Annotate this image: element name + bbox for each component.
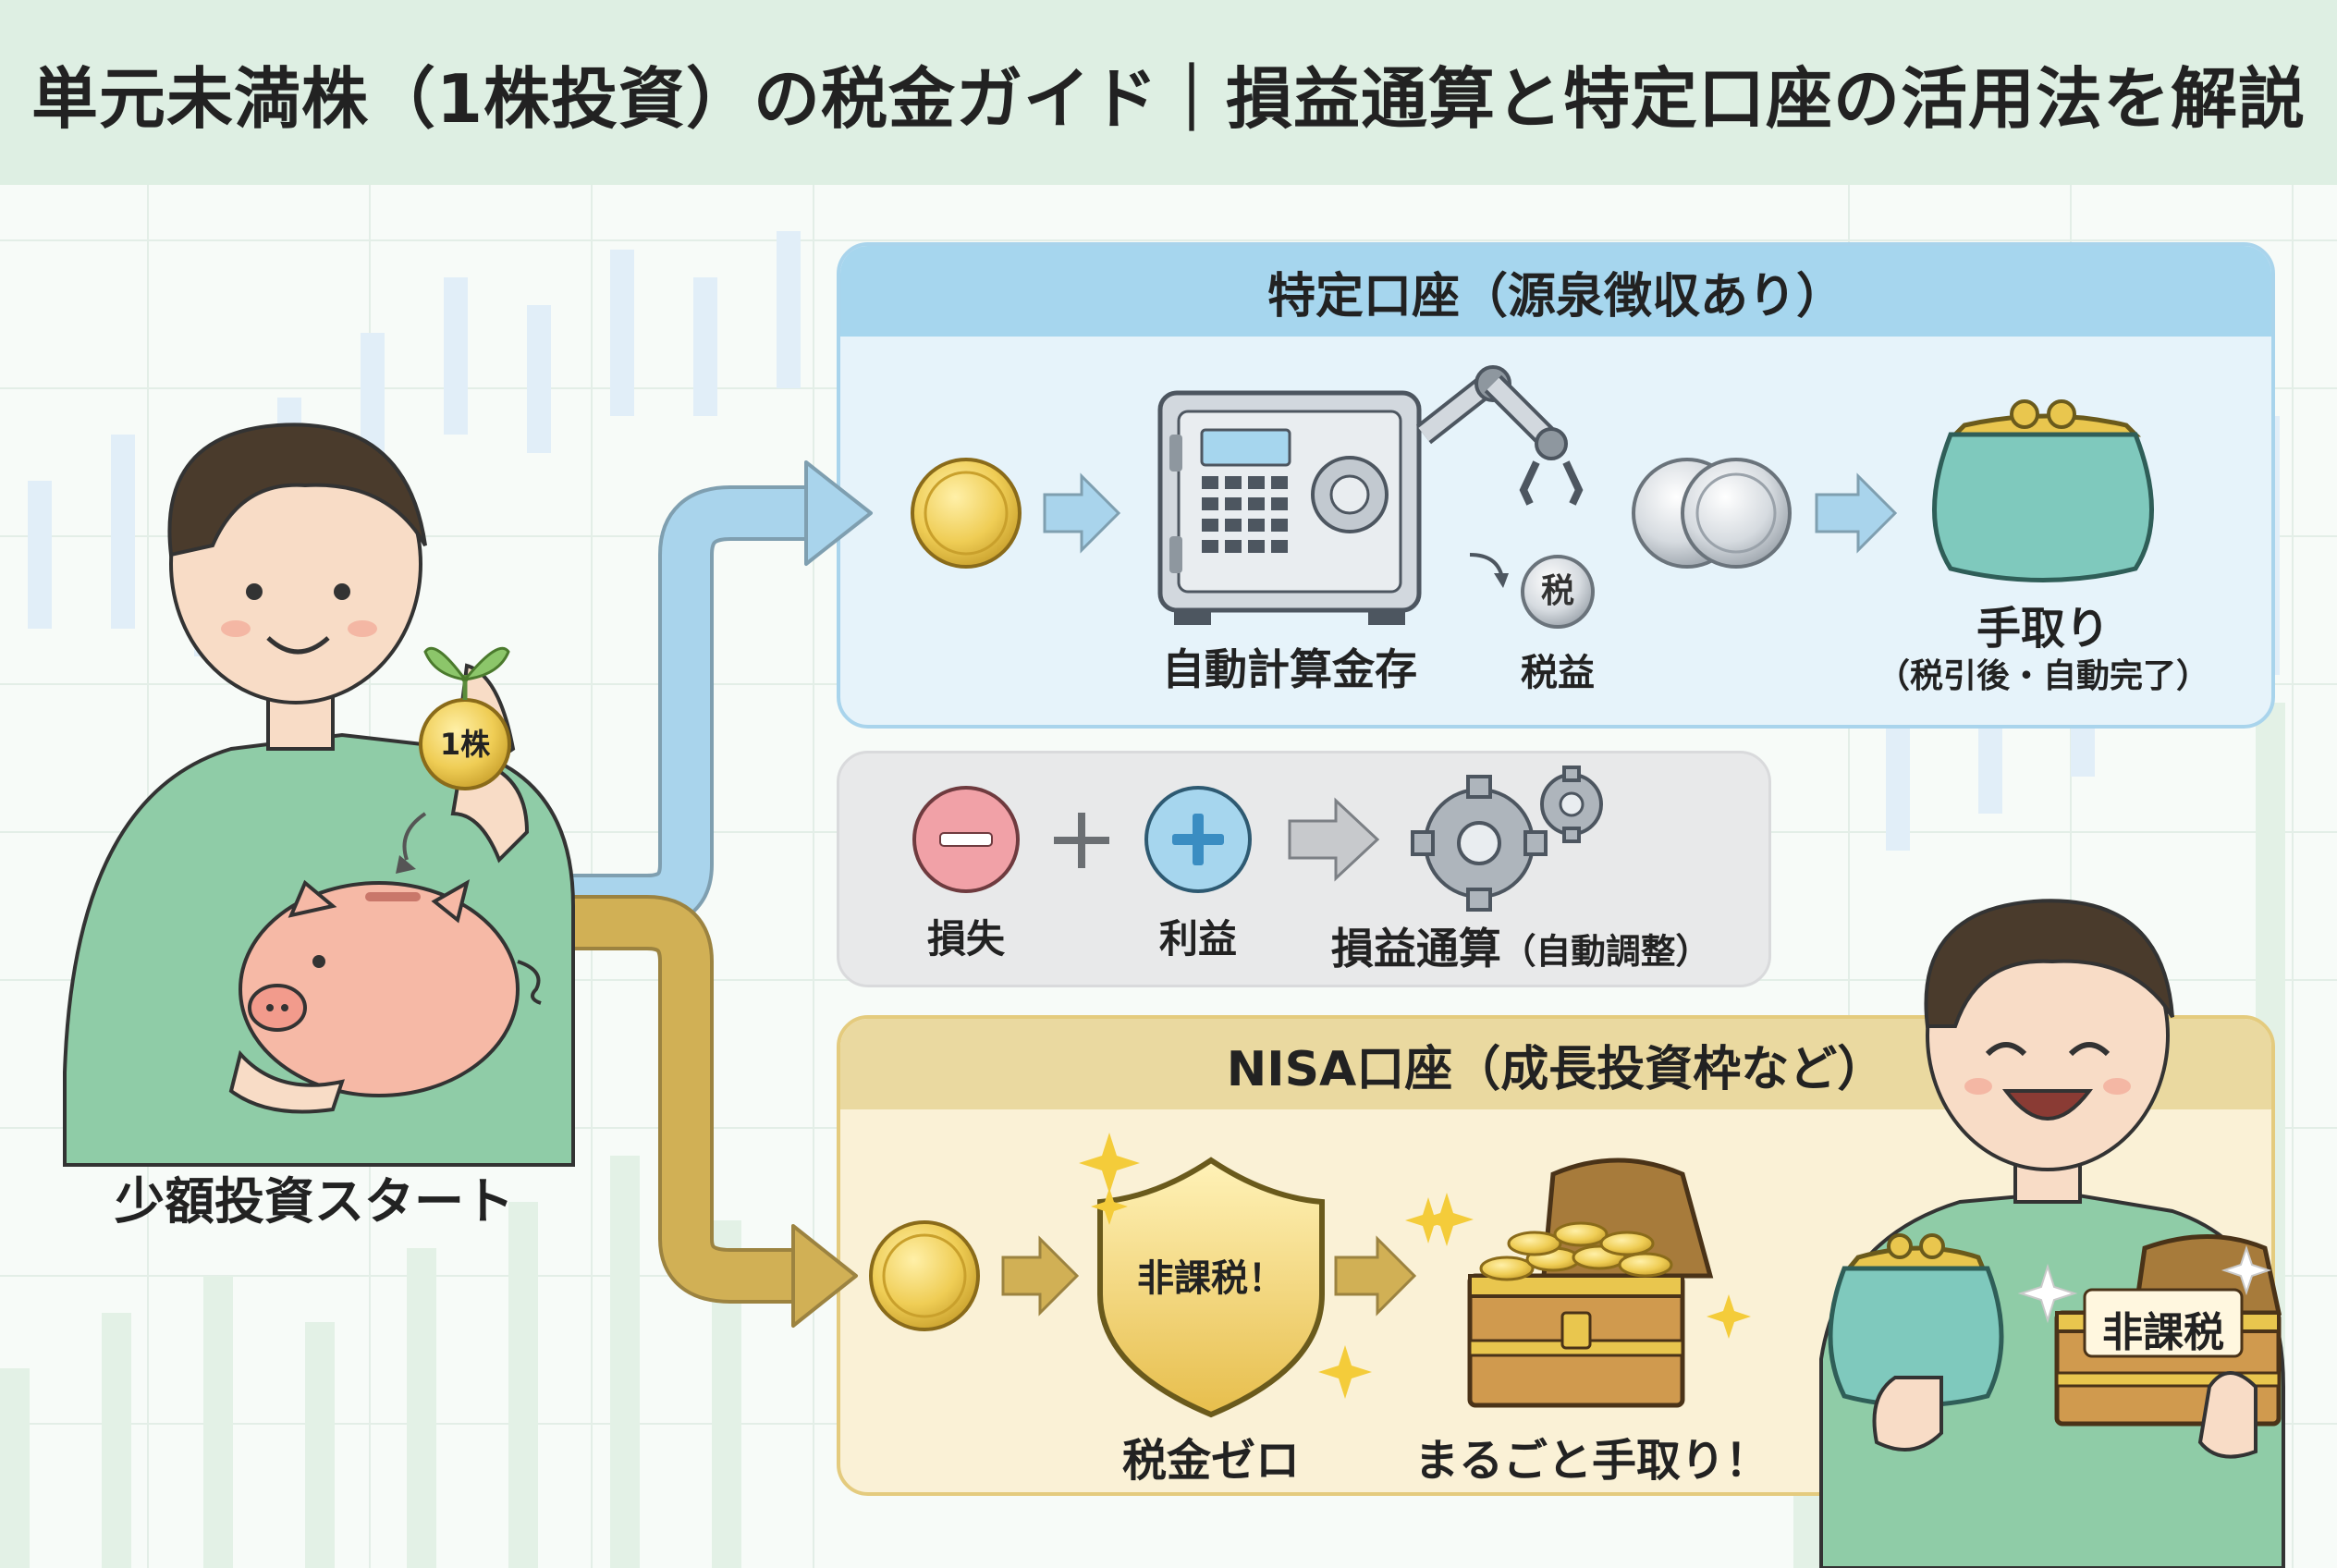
chest-tag-label: 非課税 (2102, 1309, 2224, 1356)
minus-circle-icon (912, 786, 1020, 893)
tokutei-panel-header (840, 246, 2271, 337)
tokutei-title: 特定口座（源泉徴収あり） (1266, 268, 1844, 325)
sparkle-icon (1420, 1193, 1751, 1339)
tax-label: 税益 (1521, 652, 1595, 694)
tsusan-result-label: 損益通算（自動調整） (1322, 915, 1719, 976)
shield-text: 非課税！ (1137, 1257, 1285, 1300)
tokutei-coin-icon (911, 458, 1022, 569)
tsusan-result-main: 損益通算 (1330, 924, 1501, 974)
tedori-label: 手取り (1976, 603, 2110, 655)
arrow-right-icon (1815, 472, 1898, 554)
start-label: 少額投資スタート (115, 1172, 514, 1231)
arrow-right-icon (1334, 1235, 1417, 1317)
nisa-coin-icon (869, 1220, 980, 1331)
loss-label: 損失 (926, 916, 1005, 962)
treasure-chest-icon (1467, 1158, 1714, 1408)
safe-label: 自動計算金存 (1162, 644, 1417, 694)
silver-coins-icon (1632, 458, 1792, 569)
treasure-chest-icon (2054, 1234, 2282, 1459)
tsusan-result-sub: （自動調整） (1500, 931, 1711, 972)
nisa-title: NISA口座（成長投資枠など） (1226, 1041, 1886, 1097)
plus-operator-icon (1054, 813, 1109, 868)
marugoto-label: まるごと手取り！ (1414, 1435, 1770, 1487)
gears-icon (1411, 766, 1603, 912)
page-title: 単元未満株（1株投資）の税金ガイド｜損益通算と特定口座の活用法を解説 (31, 59, 2306, 138)
profit-label: 利益 (1158, 916, 1237, 962)
wallet-icon (1828, 1233, 2004, 1452)
flow-gold-path (573, 895, 858, 1328)
tax-badge: 税 (1540, 572, 1574, 610)
zero-tax-label: 税金ゼロ (1121, 1435, 1300, 1487)
shield-icon (1097, 1157, 1325, 1418)
robot-arm-icon (1415, 365, 1584, 588)
safe-icon (1157, 390, 1422, 625)
plus-circle-icon (1144, 786, 1252, 893)
start-coin-label: 1株 (439, 727, 491, 762)
header-band (0, 0, 2337, 185)
tedori-sub-label: （税引後・自動完了） (1876, 657, 2209, 695)
arrow-right-icon (1043, 472, 1121, 554)
tax-coin-icon (1521, 555, 1595, 629)
flow-blue-path (573, 460, 873, 929)
arrow-right-icon (1288, 797, 1380, 882)
sparkle-icon (2017, 1244, 2272, 1324)
arrow-right-icon (1001, 1235, 1080, 1317)
person-happy-illustration (1819, 899, 2285, 1568)
wallet-icon (1932, 399, 2154, 582)
person-start-illustration (63, 423, 575, 1167)
